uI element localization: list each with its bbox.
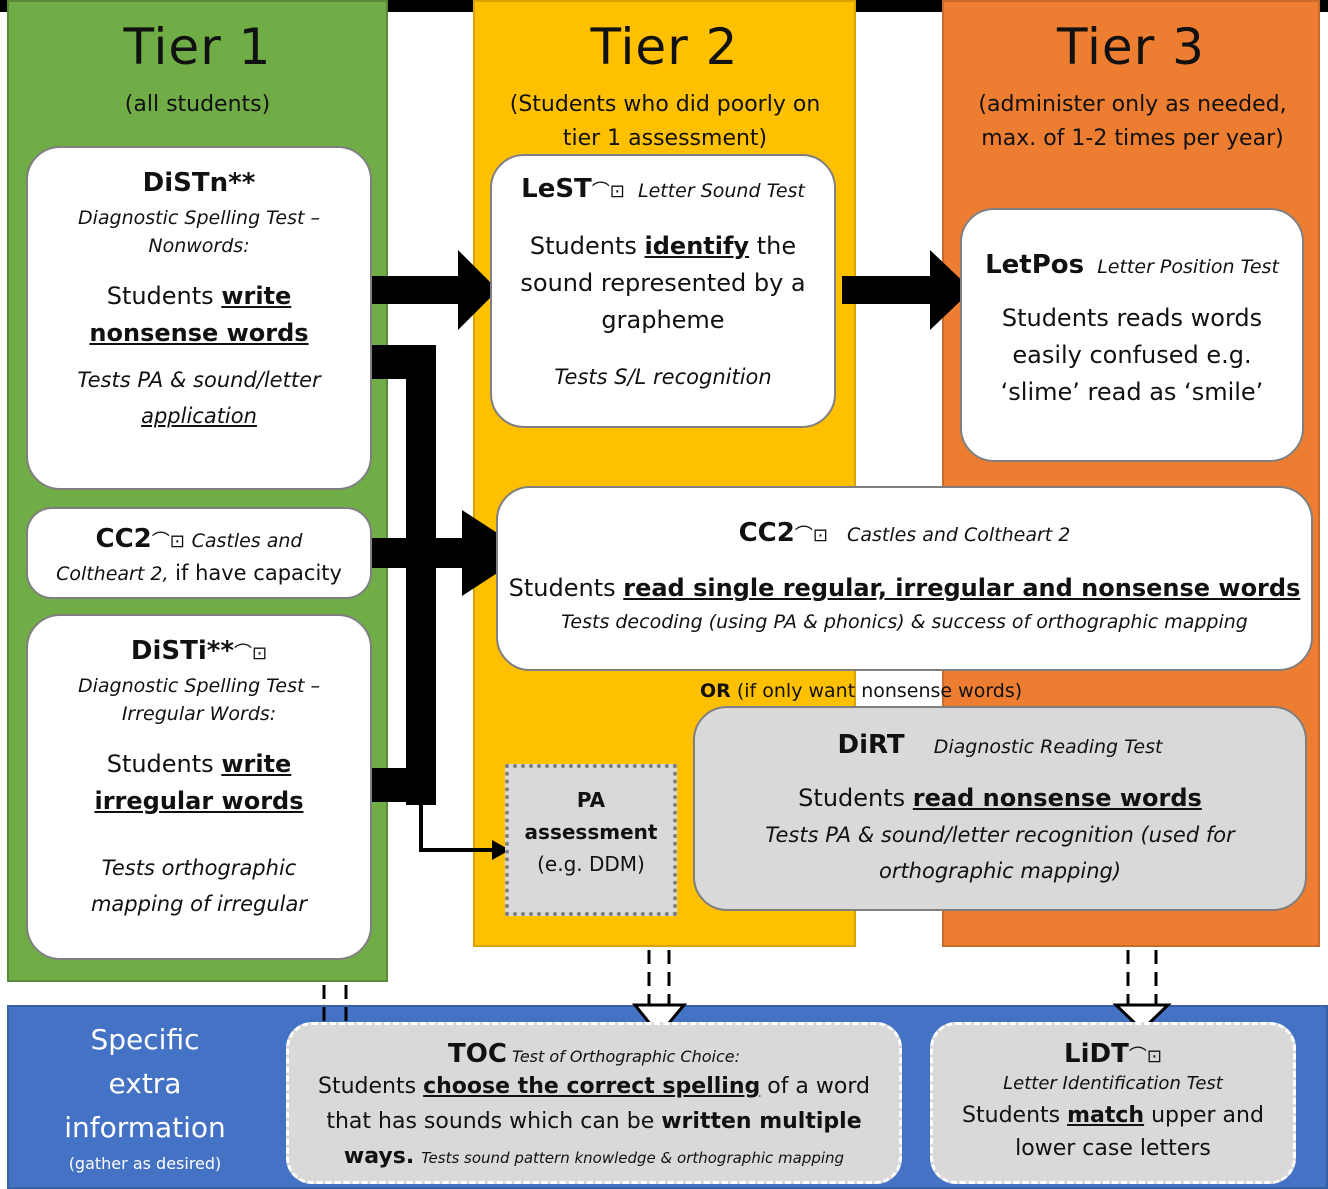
distn-name: DiSTn** (142, 168, 256, 198)
disti-tests: Tests orthographic mapping of irregular (90, 856, 308, 916)
tier2-title: Tier 2 (590, 18, 739, 76)
distn-full-name: Diagnostic Spelling Test – Nonwords: (77, 207, 321, 257)
lidt-full-name: Letter Identification Test (1003, 1073, 1223, 1094)
toc-name: TOC (448, 1039, 507, 1069)
dirt-full-name: Diagnostic Reading Test (933, 736, 1163, 758)
arrow-distn-to-lest (370, 250, 498, 330)
connector-bar-vertical (406, 345, 436, 805)
lest-tests: Tests S/L recognition (554, 365, 772, 389)
letpos-task: Students reads words easily confused e.g… (1000, 304, 1264, 406)
cc2-tier1-full: Castles and (191, 530, 303, 552)
cc2-tier2-name: CC2 (738, 518, 795, 548)
disti-full-name: Diagnostic Spelling Test – Irregular Wor… (77, 675, 321, 725)
pa-line3: (e.g. DDM) (537, 852, 645, 876)
disti-box: DiSTi**⌒⊡ Diagnostic Spelling Test – Irr… (26, 614, 372, 960)
tier1-title: Tier 1 (123, 18, 272, 76)
dirt-task: Students read nonsense words (798, 784, 1202, 812)
pa-line2: assessment (524, 820, 658, 844)
letpos-full-name: Letter Position Test (1097, 256, 1279, 278)
dirt-name: DiRT (837, 730, 905, 760)
letpos-box: LetPos Letter Position Test Students rea… (960, 208, 1304, 462)
lidt-name: LiDT (1064, 1039, 1129, 1069)
mouse-icon: ⌒⊡ (794, 525, 828, 546)
tier2-subtitle: (Students who did poorly on tier 1 asses… (509, 92, 821, 151)
mouse-icon: ⌒⊡ (591, 181, 625, 202)
lidt-task: Students match upper and lower case lett… (962, 1103, 1264, 1161)
pa-line1: PA (576, 788, 606, 812)
specific-extra-info-label: Specific extra information (gather as de… (64, 1023, 226, 1173)
dashed-arrow-tier3 (1126, 950, 1158, 1005)
distn-tests: Tests PA & sound/letter application (77, 368, 321, 428)
cc2-tier2-task: Students read single regular, irregular … (508, 574, 1301, 602)
toc-task: Students choose the correct spelling of … (318, 1074, 870, 1169)
tier1-subtitle: (all students) (124, 92, 271, 117)
tier3-subtitle: (administer only as needed, max. of 1-2 … (978, 92, 1287, 151)
cc2-tier2-full: Castles and Coltheart 2 (847, 524, 1071, 546)
tier3-title: Tier 3 (1057, 18, 1205, 76)
toc-full-name: Test of Orthographic Choice: (512, 1047, 740, 1066)
letpos-name: LetPos (985, 250, 1085, 280)
dashed-arrow-tier1 (322, 985, 348, 1030)
dashed-arrow-tier2 (647, 950, 671, 1005)
mouse-icon: ⌒⊡ (151, 531, 185, 552)
disti-task: Students write irregular words (94, 750, 304, 815)
distn-task: Students write nonsense words (89, 282, 309, 347)
arrow-to-pa-assessment (419, 805, 495, 852)
lest-box: LeST⌒⊡ Letter Sound Test Students identi… (490, 154, 836, 428)
cc2-tier1-name: CC2 (95, 524, 152, 554)
mouse-icon: ⌒⊡ (233, 643, 268, 664)
distn-box: DiSTn** Diagnostic Spelling Test – Nonwo… (26, 146, 372, 490)
dirt-box: DiRT Diagnostic Reading Test Students re… (693, 706, 1307, 911)
arrow-cc2-to-cc2 (370, 510, 528, 596)
mouse-icon: ⌒⊡ (1128, 1046, 1162, 1067)
lest-task: Students identify the sound represented … (520, 232, 806, 334)
cc2-tier1-box: CC2⌒⊡ Castles and Coltheart 2, if have c… (26, 507, 372, 599)
cc2-tier1-extra: if have capacity (168, 561, 342, 585)
lest-full-name: Letter Sound Test (637, 180, 805, 202)
pa-assessment-box: PA assessment (e.g. DDM) (505, 764, 677, 916)
cc2-tier2-tests: Tests decoding (using PA & phonics) & su… (561, 611, 1248, 633)
connector-bar-bottom (370, 768, 436, 802)
cc2-tier2-box: CC2⌒⊡ Castles and Coltheart 2 Students r… (496, 486, 1313, 671)
or-label: OR (if only want nonsense words) (700, 680, 1023, 702)
cc2-tier1-full2: Coltheart 2, (56, 563, 169, 585)
lidt-box: LiDT⌒⊡ Letter Identification Test Studen… (930, 1022, 1296, 1184)
lest-name: LeST (521, 174, 592, 204)
disti-name: DiSTi** (130, 636, 234, 666)
toc-box: TOC Test of Orthographic Choice: Student… (286, 1022, 902, 1184)
dirt-tests: Tests PA & sound/letter recognition (use… (765, 823, 1235, 883)
arrow-lest-to-letpos (842, 250, 972, 330)
connector-bar-top (370, 345, 436, 379)
